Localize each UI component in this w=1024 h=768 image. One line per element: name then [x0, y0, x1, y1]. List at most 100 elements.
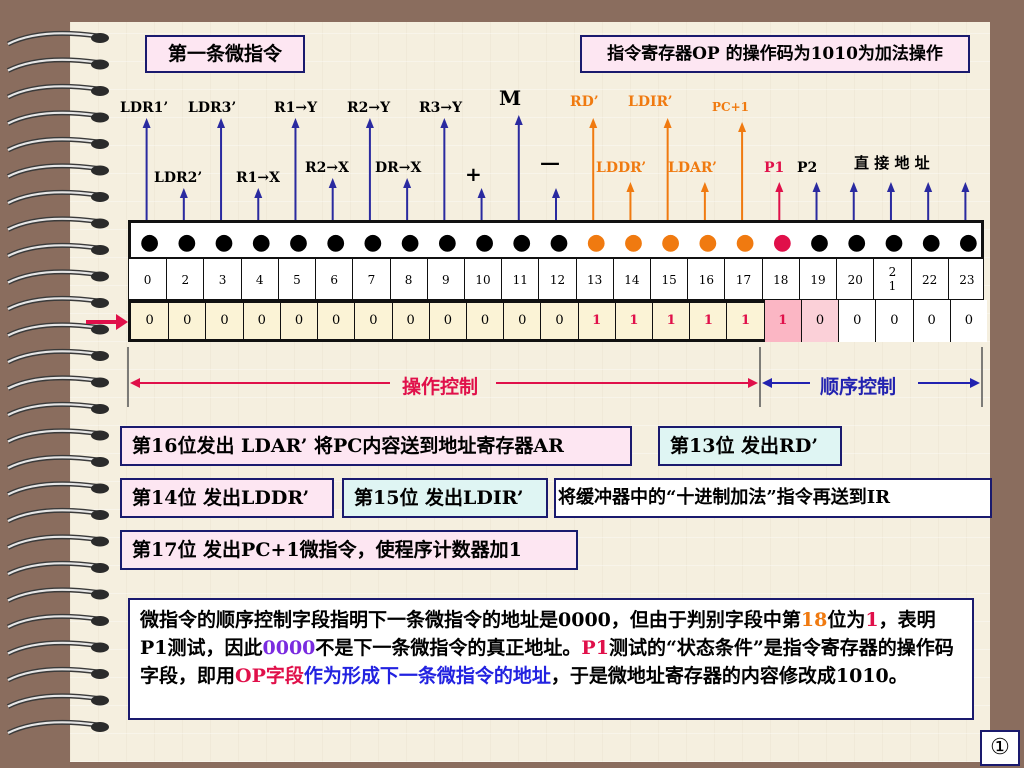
signal-arrow-head — [328, 178, 337, 188]
bit-number-cell: 16 — [687, 259, 724, 301]
label-r3-y: R3→Y — [419, 100, 463, 116]
label-plus: + — [465, 162, 482, 186]
label-p1: P1 — [764, 160, 785, 176]
bit-bullet: ● — [363, 230, 383, 255]
bit-bullet: ● — [958, 230, 978, 255]
label-r2-x: R2→X — [305, 160, 349, 176]
signal-arrow-head — [403, 178, 412, 188]
signal-arrow-head — [812, 182, 821, 192]
bit-bullet: ● — [177, 230, 197, 255]
note-bit16: 第16位发出 LDAR’ 将PC内容送到地址寄存器AR — [120, 426, 632, 466]
section-range-arrows — [127, 347, 983, 407]
bit-value-cell: 1 — [726, 300, 763, 342]
explanation-paragraph: 微指令的顺序控制字段指明下一条微指令的地址是0000，但由于判别字段中第18位为… — [128, 598, 974, 720]
signal-arrow-head — [217, 118, 226, 128]
bit-bullet: ● — [288, 230, 309, 255]
bit-number-cell: 5 — [277, 259, 315, 301]
bit-bullet: ● — [661, 230, 681, 255]
bullet-row: ●●●●●●●●●●●●●●●●●●●●●●● — [128, 220, 984, 260]
bit-value-cell: 0 — [428, 300, 466, 342]
label-r1-y: R1→Y — [274, 100, 318, 116]
bit-number-cell: 11 — [501, 259, 538, 301]
note-bit13: 第13位 发出RD’ — [658, 426, 842, 466]
bit-number-cell: 8 — [389, 259, 427, 301]
para-value-1: 1 — [865, 609, 879, 631]
bit-number-cell: 22 — [910, 259, 948, 301]
label-ldr1: LDR1’ — [120, 100, 169, 116]
bit-number-cell: 15 — [650, 259, 687, 301]
bit-number-cell: 14 — [612, 259, 650, 301]
label-minus: — — [540, 150, 560, 174]
bit-number-cell: 19 — [798, 259, 836, 301]
signal-arrow-head — [179, 188, 188, 198]
signal-arrow-head — [886, 182, 895, 192]
bit-value-cell: 0 — [800, 300, 839, 342]
bit-bullet: ● — [772, 230, 792, 255]
bit-number-cell: 20 — [836, 259, 873, 301]
bit-value-cell: 1 — [577, 300, 615, 342]
bit-value-cell: 0 — [279, 300, 317, 342]
signal-arrow-head — [775, 182, 784, 192]
pointer-arrow-icon — [86, 314, 128, 330]
label-ldir: LDIR’ — [628, 94, 673, 110]
para-next-address-phrase: 作为形成下一条微指令的地址 — [303, 665, 551, 687]
bit-bullet: ● — [847, 230, 867, 255]
bit-value-cell: 0 — [145, 313, 154, 328]
label-r2-y: R2→Y — [347, 100, 391, 116]
bit-value-cell: 1 — [689, 300, 726, 342]
bit-value-cell: 0 — [242, 300, 280, 342]
bit-number-cell: 4 — [240, 259, 278, 301]
bit-number-cell: 9 — [426, 259, 464, 301]
label-rd: RD’ — [570, 94, 599, 110]
bit-bullet: ● — [549, 230, 569, 255]
signal-arrow-head — [291, 118, 300, 128]
para-text-1: 微指令的顺序控制字段指明下一条微指令的地址是0000，但由于判别字段中第 — [140, 609, 801, 631]
bit-bullet: ● — [698, 230, 718, 255]
bit-value-cell: 0 — [912, 300, 950, 342]
bit-value-cell: 0 — [503, 300, 540, 342]
bit-value-cell: 0 — [838, 300, 876, 342]
note-bit14: 第14位 发出LDDR’ — [120, 478, 334, 518]
bit-bullet: ● — [735, 230, 755, 255]
bit-value-cell: 0 — [168, 300, 205, 342]
signal-arrow-head — [254, 188, 263, 198]
label-direct-address: 直 接 地 址 — [854, 154, 930, 172]
bit-bullet: ● — [437, 230, 457, 255]
signal-arrow-head — [477, 188, 486, 198]
para-p1: P1 — [581, 637, 609, 659]
bit-value-cell: 0 — [465, 300, 503, 342]
bit-bullet: ● — [884, 230, 904, 255]
signal-arrow-head — [514, 115, 523, 125]
bit-value-cell: 0 — [354, 300, 391, 342]
bit-number-cell: 13 — [575, 259, 613, 301]
signal-arrow-head — [961, 182, 970, 192]
title-first-microinstruction: 第一条微指令 — [145, 35, 305, 73]
para-text-5: 测试的“状态条件”是指令寄存器的操作码字段，即用 — [140, 637, 954, 687]
label-p2: P2 — [797, 160, 818, 176]
bit-bullet: ● — [400, 230, 420, 255]
signal-arrow-head — [365, 118, 374, 128]
bit-number-cell: 2 1 — [873, 259, 910, 301]
signal-arrow-head — [142, 118, 151, 128]
bit-value-cell: 0 — [949, 300, 987, 342]
bit-value-cell: 1 — [614, 300, 652, 342]
bit-bullet: ● — [809, 230, 830, 255]
signal-arrow-head — [663, 118, 672, 128]
label-dr-x: DR→X — [375, 160, 422, 176]
bit-value-cell: 0 — [391, 300, 429, 342]
bit-bullet: ● — [140, 230, 160, 255]
bit-bullet: ● — [251, 230, 271, 255]
bit-number-cell: 2 — [166, 259, 203, 301]
bit-value-cell: 0 — [205, 300, 242, 342]
para-text-4: 不是下一条微指令的真正地址。 — [315, 637, 582, 659]
label-lddr: LDDR’ — [596, 160, 647, 176]
signal-arrow-head — [738, 122, 747, 132]
page-number[interactable]: ① — [980, 730, 1020, 766]
note-bit17: 第17位 发出PC+1微指令，使程序计数器加1 — [120, 530, 578, 570]
bit-value-cell: 0 — [540, 300, 577, 342]
